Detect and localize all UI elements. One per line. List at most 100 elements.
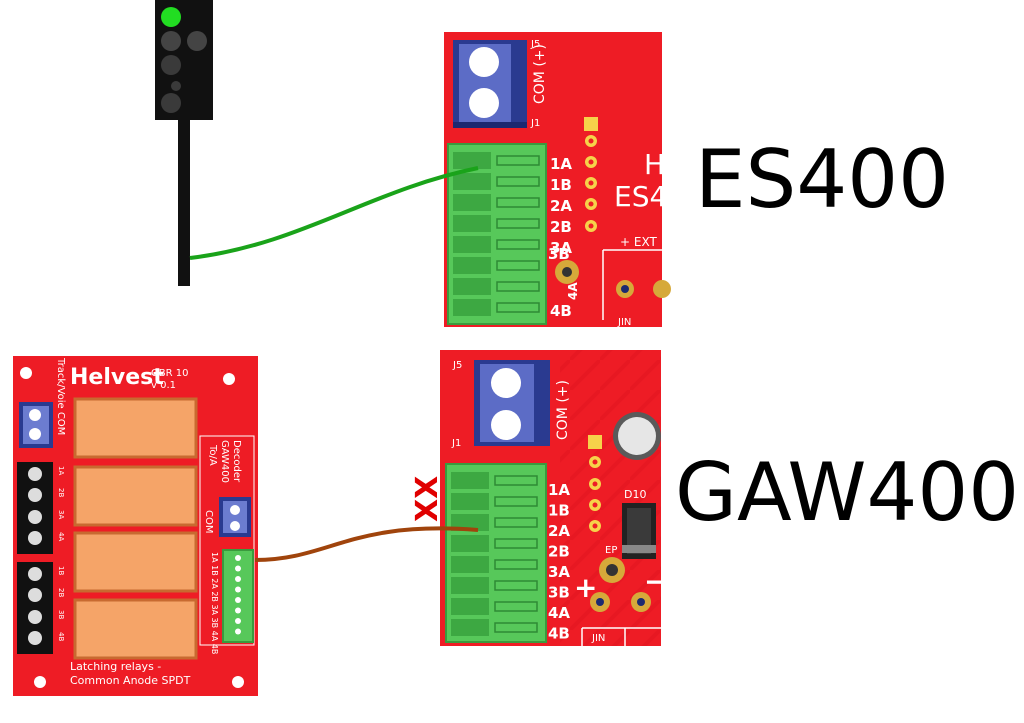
- es400-header-slot: [453, 152, 491, 169]
- es400-header-slot: [453, 194, 491, 211]
- gaw400-header-slot: [451, 577, 489, 594]
- gaw400-minus-label: −: [644, 565, 667, 598]
- gaw400-pin-label: 2A: [548, 522, 570, 540]
- es400-pin-label: 2A: [550, 197, 572, 215]
- es400-com-terminal: [453, 40, 527, 128]
- es400-header-slot: [453, 299, 491, 316]
- es400-header-screw: [496, 176, 540, 187]
- gbr10-header-pin: [235, 565, 241, 572]
- gaw400-pin-label: 3A: [548, 563, 570, 581]
- gbr10-header-pin: [235, 597, 241, 603]
- gaw400-header-screw: [494, 517, 538, 528]
- gaw400-j5-label: J5: [452, 360, 462, 371]
- es400-header-screw: [496, 155, 540, 166]
- gaw400-green-header: [445, 463, 547, 643]
- es400-com-label: COM (+): [532, 44, 548, 104]
- gbr10-header-pin: [235, 618, 241, 624]
- es400-pin-label: 3B: [548, 245, 570, 263]
- gaw400-header-screw: [494, 559, 538, 570]
- gbr10-com-label: COM: [203, 510, 214, 533]
- signal-mast: [155, 0, 213, 286]
- gaw400-pin-labels: 1A 1B 2A 2B 3A 3B 4A 4B: [548, 481, 570, 643]
- gaw400-label: GAW400: [675, 446, 1020, 539]
- gaw400-pin-label: 1A: [548, 481, 570, 499]
- gbr10-header-pin: [235, 555, 241, 561]
- gaw400-header-screw: [494, 475, 538, 486]
- es400-header-slot: [453, 236, 491, 253]
- es400-header-slot: [453, 257, 491, 274]
- es400-header-screw: [496, 281, 540, 292]
- green-wire: [189, 166, 479, 260]
- es400-j1-label: J1: [530, 118, 540, 129]
- gaw400-header-slot: [451, 619, 489, 636]
- es400-side-text-2: ES4: [614, 180, 667, 213]
- es400-header-slot: [453, 173, 491, 190]
- gbr10-terminal-top: [17, 462, 53, 554]
- gaw400-pin-label: 4A: [548, 604, 570, 622]
- es400-pin-label: 1A: [550, 155, 572, 173]
- es400-label: ES400: [695, 133, 950, 226]
- es400-header-screw: [496, 218, 540, 229]
- gbr10-header-pin: [235, 576, 241, 582]
- crossed-out-mark: XX: [410, 476, 445, 522]
- es400-header-screw: [496, 197, 540, 208]
- gbr10-decoder-label-2: GAW400: [219, 440, 230, 483]
- gbr10-left-pin-label: 2B: [57, 588, 65, 597]
- gbr10-decoder-label-3: Decoder: [231, 440, 242, 483]
- gbr10-version: v 0.1: [151, 380, 176, 391]
- es400-side-text-1: H: [644, 148, 665, 181]
- gaw400-header-slot: [451, 472, 489, 489]
- es400-pin-label: 1B: [550, 176, 572, 194]
- gbr10-left-pin-label: 4A: [57, 532, 65, 541]
- brown-wire: [254, 526, 479, 562]
- gbr10-left-pin-label: 1B: [57, 566, 65, 575]
- gaw400-pin-label: 3B: [548, 584, 570, 602]
- gaw400-plus-label: +: [574, 571, 597, 604]
- gbr10-model: GBR 10: [151, 368, 188, 379]
- gbr10-brand: Helvest: [70, 365, 164, 390]
- gbr10-green-header: [222, 549, 254, 643]
- gaw400-jin-label: JIN: [591, 633, 605, 644]
- gaw400-com-terminal: [474, 360, 550, 446]
- gbr10-terminal-bottom: [17, 562, 53, 654]
- es400-header-slot: [453, 278, 491, 295]
- signal-lamp-green: [161, 7, 181, 27]
- gaw400-header-screw: [494, 622, 538, 633]
- gaw400-header-slot: [451, 493, 489, 510]
- gaw400-header-slot: [451, 556, 489, 573]
- gaw400-header-slot: [451, 598, 489, 615]
- gbr10-footer-2: Common Anode SPDT: [70, 674, 191, 687]
- gaw400-j1-label: J1: [451, 438, 461, 449]
- gbr10-footer-1: Latching relays -: [70, 660, 161, 673]
- es400-j5-label: J5: [530, 39, 540, 50]
- gaw400-header-screw: [494, 538, 538, 549]
- es400-header-screw: [496, 302, 540, 313]
- gbr10-left-pin-label: 3A: [57, 510, 65, 519]
- es400-header-slot: [453, 215, 491, 232]
- gbr10-header-pin: [235, 586, 241, 593]
- es400-green-header: [447, 143, 547, 325]
- es400-header-screw: [496, 239, 540, 250]
- gbr10-left-pin-label: 2B: [57, 488, 65, 497]
- gbr10-pin-strip-label: 1A 1B 2A 2B 3A 3B 4A 4B: [210, 552, 219, 654]
- gaw400-ep-label: EP: [605, 545, 617, 556]
- gbr10-left-pin-label: 4B: [57, 632, 65, 641]
- es400-pin-label: 3A: [550, 239, 572, 257]
- es400-vias: [555, 117, 671, 298]
- gaw400-pin-label: 1B: [548, 502, 570, 520]
- gbr10-board: Helvest GBR 10 v 0.1 Track/Voie COM 1A2B…: [13, 356, 258, 696]
- es400-pin-label: 2B: [550, 218, 572, 236]
- gaw400-pin-label: 2B: [548, 543, 570, 561]
- gaw400-pin-label: 4B: [548, 625, 570, 643]
- gbr10-decoder-label-1: To/A: [207, 444, 218, 466]
- gbr10-header-pin: [235, 607, 241, 614]
- gaw400-diode-label: D10: [624, 488, 646, 501]
- es400-jin-label: JIN: [617, 317, 631, 328]
- gbr10-track-label: Track/Voie COM: [55, 357, 66, 435]
- gaw400-header-screw: [494, 496, 538, 507]
- es400-pin-label: 4B: [550, 302, 572, 320]
